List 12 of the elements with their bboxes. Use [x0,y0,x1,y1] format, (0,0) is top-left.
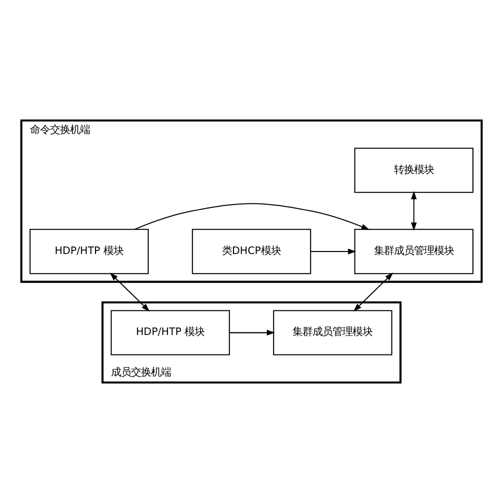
arrow [410,191,416,231]
node-box: 类DHCP模块 [191,228,311,274]
node-box: HDP/HTP 模块 [110,310,230,356]
node-box: 集群成员管理模块 [354,228,473,274]
arrow [352,272,393,312]
node-box: 转换模块 [354,148,473,193]
arrow [229,330,275,336]
arrow [109,272,150,312]
arrow [310,248,356,254]
node-box: HDP/HTP 模块 [29,228,148,274]
node-box: 集群成员管理模块 [272,310,392,356]
arrow [134,203,370,230]
